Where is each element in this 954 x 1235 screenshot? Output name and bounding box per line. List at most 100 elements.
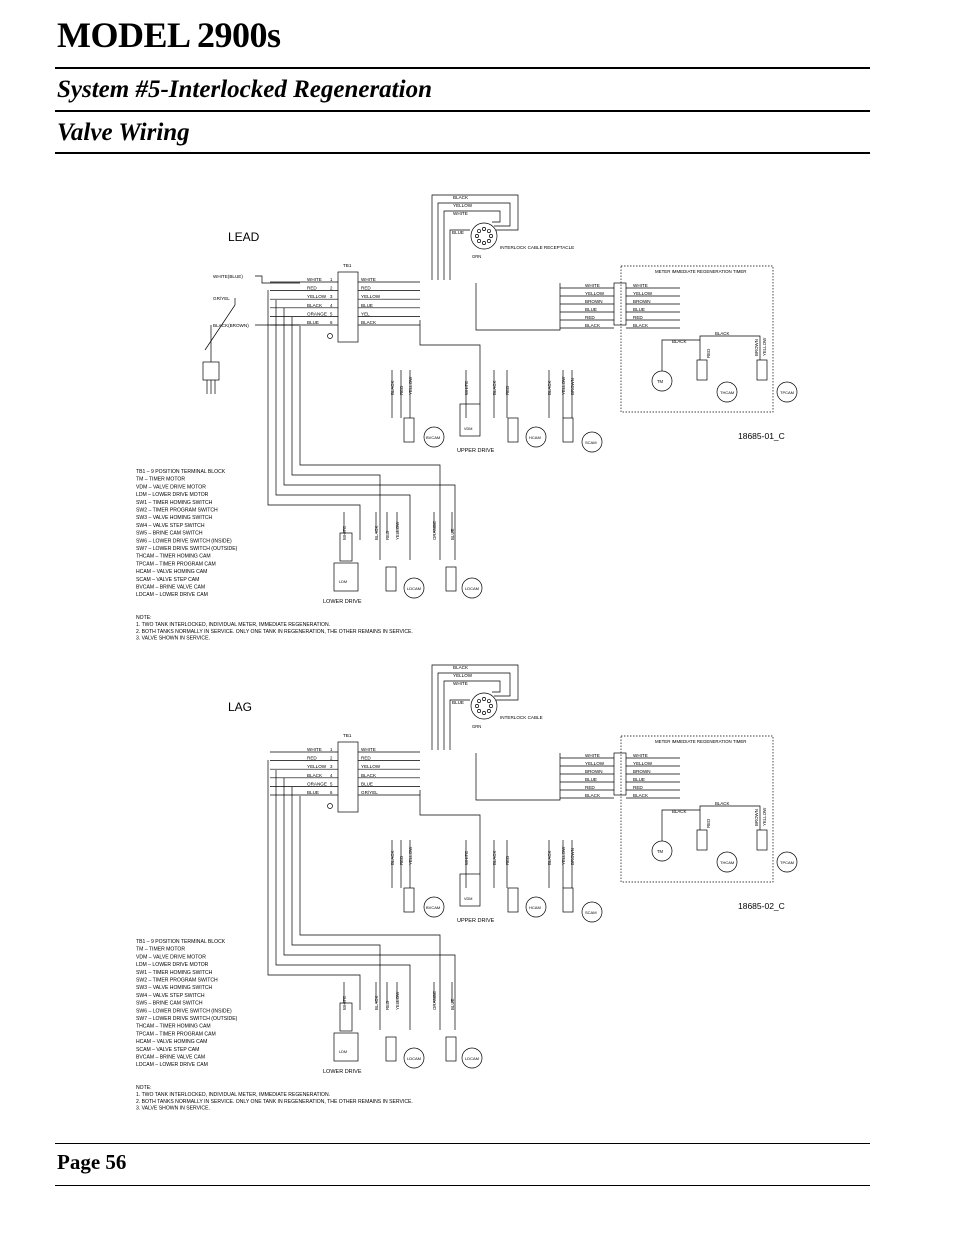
note-line: 2. BOTH TANKS NORMALLY IN SERVICE. ONLY …	[136, 1099, 413, 1105]
wire-label-black: BLACK	[374, 996, 379, 1010]
wire-label-red: RED	[505, 856, 510, 865]
sw3	[507, 887, 519, 913]
tb-left-label: BLUE	[307, 320, 319, 325]
wire-label-orange: ORANGE	[432, 991, 437, 1010]
tb-left-label: BLACK	[307, 303, 323, 308]
footer-rule-2	[55, 1185, 870, 1186]
wire-label-red: RED	[505, 386, 510, 395]
wire-label-red: RED	[706, 819, 711, 828]
sw5	[403, 417, 415, 443]
sw7	[445, 566, 457, 592]
tb-left-label: BLACK	[307, 773, 323, 778]
timer-wire-right: RED	[633, 315, 643, 320]
wire-label-black: BLACK	[492, 381, 497, 395]
footer-rule-1	[55, 1143, 870, 1144]
tb-pin-number: 3	[330, 294, 333, 299]
wire-label-red: RED	[385, 531, 390, 540]
wire-label-black: BLACK	[715, 801, 729, 806]
tb-right-label: GR/YEL	[361, 790, 378, 795]
vdm-motor	[459, 403, 481, 437]
wire-label-yellow: YELLOW	[762, 337, 767, 356]
tb-right-label: BLACK	[361, 773, 377, 778]
wire	[699, 335, 761, 360]
wire	[255, 275, 300, 284]
vdm-label: VDM	[464, 897, 472, 901]
legend-line: THCAM – TIMER HOMING CAM	[136, 1024, 211, 1030]
legend-line: HCAM – VALVE HOMING CAM	[136, 569, 207, 575]
wire-label-brown: BROWN	[754, 339, 759, 356]
ldcam-1	[403, 1047, 425, 1069]
wire-label-black: BLACK	[453, 195, 469, 200]
wire-label-black: BLACK	[672, 809, 686, 814]
ldm-connector	[339, 532, 353, 562]
hcam	[525, 896, 547, 918]
timer-wire-right: BLACK	[633, 793, 649, 798]
hcam-label: HCAM	[529, 435, 541, 440]
wire	[443, 210, 501, 280]
sw5	[403, 887, 415, 913]
wire-label-yellow: YELLOW	[453, 203, 473, 208]
wire-label-yellow: YELLOW	[395, 521, 400, 540]
wire	[437, 672, 511, 750]
legend-line: TB1 – 9 POSITION TERMINAL BLOCK	[136, 939, 226, 945]
sw3	[507, 417, 519, 443]
ground-symbol	[327, 803, 333, 809]
legend-line: LDM – LOWER DRIVE MOTOR	[136, 492, 209, 498]
tb-pin-number: 2	[330, 756, 333, 761]
timer-wire-left: RED	[585, 785, 595, 790]
legend-line: LDCAM – LOWER DRIVE CAM	[136, 1062, 208, 1068]
wire	[661, 809, 700, 841]
timer-wire-left: YELLOW	[585, 291, 605, 296]
legend-line: SW4 – VALVE STEP SWITCH	[136, 993, 205, 999]
wire-label-black: BLACK	[453, 665, 469, 670]
receptacle-pin	[477, 699, 482, 704]
tb-right-label: YELLOW	[361, 294, 381, 299]
wire-label-white: WHITE	[453, 681, 468, 686]
receptacle-pin	[486, 708, 491, 713]
wire-label-red: RED	[385, 1001, 390, 1010]
wire	[431, 194, 519, 280]
sw4	[562, 417, 574, 443]
timer-wire-right: BLACK	[633, 323, 649, 328]
header-rule-2	[55, 110, 870, 112]
ldm-motor	[333, 562, 359, 592]
receptacle-pin	[486, 699, 491, 704]
timer-wire-right: WHITE	[633, 753, 648, 758]
wire-label-black: BLACK	[672, 339, 686, 344]
legend-line: TM – TIMER MOTOR	[136, 947, 185, 953]
tb-pin-number: 4	[330, 303, 333, 308]
legend-line: SW2 – TIMER PROGRAM SWITCH	[136, 978, 218, 984]
tpcam	[776, 851, 798, 873]
wire-label-black: BLACK	[390, 381, 395, 395]
timer-wire-right: YELLOW	[633, 291, 653, 296]
timer-wire-left: BLUE	[585, 777, 597, 782]
legend-line: TPCAM – TIMER PROGRAM CAM	[136, 561, 216, 567]
drawing-number: 18685-01_C	[738, 431, 785, 441]
legend-line: VDM – VALVE DRIVE MOTOR	[136, 484, 206, 490]
wire-label-blue: BLUE	[452, 230, 464, 235]
hcam	[525, 426, 547, 448]
note-line: NOTE:	[136, 615, 152, 621]
tb-right-label: BLUE	[361, 781, 373, 786]
wire	[291, 787, 381, 1030]
system-subtitle: System #5-Interlocked Regeneration	[57, 76, 432, 103]
section-subtitle: Valve Wiring	[57, 119, 190, 146]
tpcam-label: TPCAM	[780, 860, 794, 865]
wire	[419, 790, 481, 874]
wire-label-white: WHITE	[342, 996, 347, 1010]
interlock-label: INTERLOCK CABLE RECEPTACLE	[500, 245, 574, 250]
plug-label: GR/YEL	[213, 296, 230, 301]
legend-line: TPCAM – TIMER PROGRAM CAM	[136, 1031, 216, 1037]
receptacle-pin	[477, 238, 482, 243]
wire-label-white: WHITE	[342, 526, 347, 540]
tb-right-label: BLACK	[361, 320, 377, 325]
wire-label-yellow: YELLOW	[561, 376, 566, 395]
wire	[475, 753, 561, 801]
wire-label-yellow: YELLOW	[395, 991, 400, 1010]
tb-pin-number: 5	[330, 781, 333, 786]
timer-box	[620, 265, 774, 413]
ldm-connector	[339, 1002, 353, 1032]
plug-label: WHITE(BLUE)	[213, 274, 243, 279]
lower-drive-label: LOWER DRIVE	[323, 599, 362, 605]
